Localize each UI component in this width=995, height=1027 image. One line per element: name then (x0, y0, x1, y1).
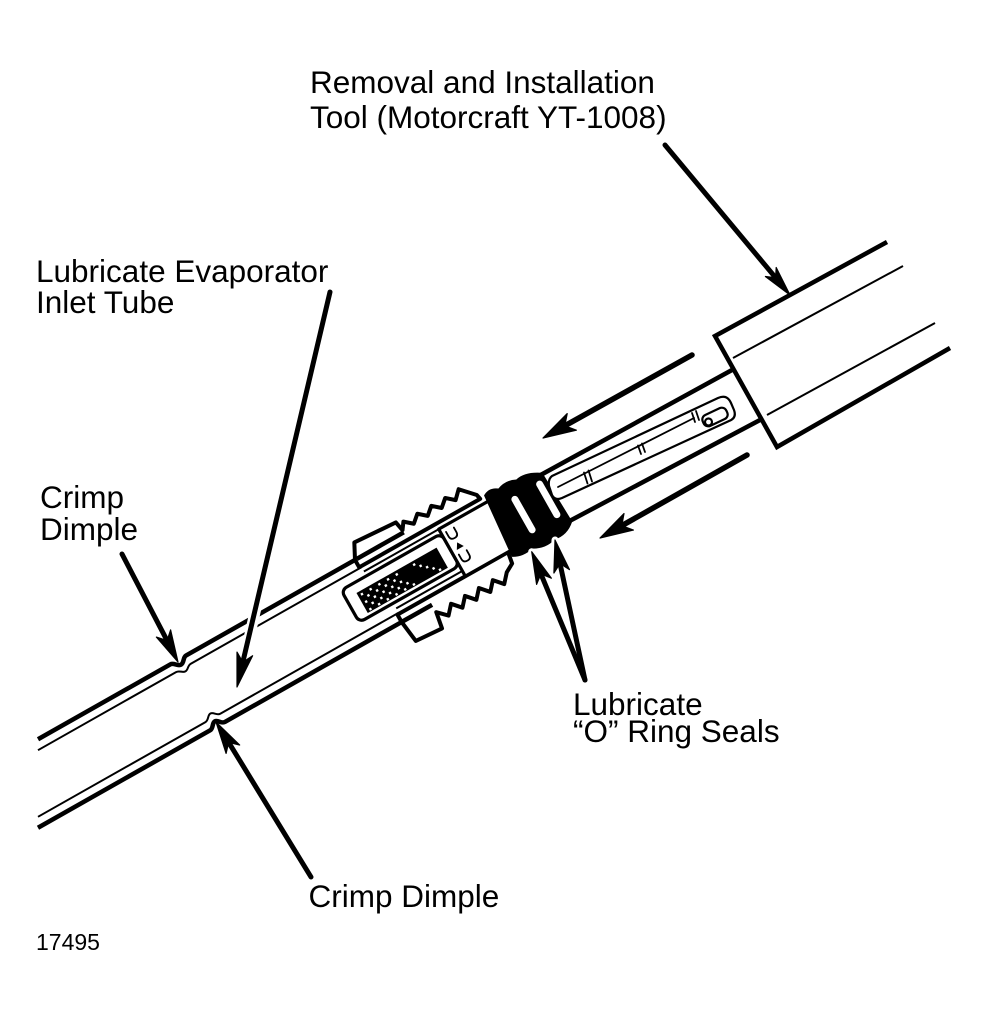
nut-hex-upper-edge (355, 530, 405, 561)
crimp-dimple-upper-line-2: Dimple (40, 511, 138, 547)
tube-lower-outer-wall (36, 619, 405, 830)
tool-sleeve-top-edge (535, 368, 734, 479)
spring-coil-dot (412, 582, 416, 587)
fitting-nut-upper-half (352, 487, 483, 570)
cage-retainer-mark (457, 549, 471, 563)
tool-callout-line-2: Tool (Motorcraft YT-1008) (310, 99, 667, 135)
evaporator-inlet-tube-and-fitting (36, 472, 573, 830)
spring-coil-dot (419, 564, 423, 568)
tube-lower-inner-wall (37, 611, 400, 818)
garter-spring-coils (360, 562, 442, 611)
spring-coil-dot (388, 591, 392, 595)
spring-coil-dot (384, 583, 388, 588)
tool-sleeve-bottom-edge (560, 418, 762, 527)
evaporator-tube-callout-line-2: Inlet Tube (36, 284, 174, 320)
spring-coil-dot (403, 587, 407, 592)
o-ring-callout-leader-2 (557, 561, 588, 683)
spring-coil-dot (399, 580, 403, 584)
crimp-dimple-upper-leader (119, 551, 170, 644)
figure-number: 17495 (36, 929, 100, 955)
tube-upper-inner-wall (37, 566, 362, 752)
spring-coil-dot (392, 579, 397, 583)
o-ring-callout-line-1: Lubricate (573, 686, 703, 722)
evaporator-tube-callout-line-1: Lubricate Evaporator (36, 253, 328, 289)
tool-bore-upper-line (732, 265, 904, 359)
o-ring-seals (484, 472, 573, 557)
o-ring-callout-arrowhead-1 (531, 551, 553, 586)
tool-slot-rod (557, 417, 695, 488)
tool-bore-lower-line (766, 322, 936, 416)
spring-coil-dot (368, 607, 373, 611)
tool-slot-tick (583, 469, 593, 485)
o-ring-highlight (511, 495, 536, 534)
direction-arrow-lower-shaft (619, 452, 750, 529)
spring-coil-dot (405, 581, 410, 585)
removal-installation-tool (535, 240, 952, 527)
spring-coil-dot (412, 562, 416, 567)
direction-arrow-upper-shaft (562, 352, 695, 429)
spring-coil-dot (390, 585, 394, 589)
tool-slot-tick (691, 410, 700, 423)
spring-coil-dot (381, 590, 386, 594)
spring-coil-dot (425, 565, 429, 569)
tool-latch-pin (703, 417, 714, 427)
direction-arrow-upper-head (542, 413, 578, 439)
crimp-dimple-upper-line-1: Crimp (40, 479, 124, 515)
spring-coil-dot (371, 601, 375, 605)
tool-body-outline (711, 240, 952, 451)
spring-coil-dot (386, 597, 390, 601)
spring-coil-dot (431, 566, 436, 571)
tool-sleeve-slot (547, 395, 736, 501)
tool-callout-line-1: Removal and Installation (310, 64, 655, 100)
spring-coil-dot (379, 596, 383, 600)
spring-coil-dot (360, 592, 364, 596)
tool-callout-arrowhead (764, 266, 791, 296)
spring-coil-dot (366, 593, 371, 598)
tool-callout-leader (662, 142, 779, 281)
crimp-dimple-lower-label: Crimp Dimple (309, 878, 500, 914)
spring-coil-dot (386, 577, 390, 581)
spring-coil-dot (395, 572, 399, 577)
evaporator-tube-callout-arrowhead (236, 651, 254, 688)
spring-coil-dot (369, 587, 373, 591)
crimp-dimple-upper-arrowhead (155, 629, 179, 663)
garter-spring (356, 547, 448, 613)
o-ring-callout-arrowhead-2 (553, 539, 571, 574)
evaporator-tube-callout-leader (240, 289, 333, 665)
spring-coil-dot (377, 582, 381, 586)
callout-labels: Removal and Installation Tool (Motorcraf… (36, 64, 780, 955)
spring-coil-dot (397, 586, 401, 590)
cage-retainer-mark (456, 542, 464, 550)
o-ring-callout-line-2: “O” Ring Seals (573, 713, 780, 749)
spring-coil-dot (394, 592, 399, 596)
crimp-dimple-lower-arrowhead (215, 721, 241, 755)
tool-slot-tick (637, 442, 646, 455)
spring-coil-dot (373, 595, 377, 599)
spring-coil-dot (377, 602, 381, 606)
spring-coil-dot (364, 599, 368, 604)
nut-hex-lower-edge (400, 602, 434, 624)
direction-arrow-lower-head (599, 512, 635, 539)
installation-direction-arrows (542, 352, 750, 539)
spring-coil-dot (438, 568, 442, 572)
cage-retainer-mark (445, 526, 459, 540)
o-ring-callout-leader-1 (538, 571, 588, 683)
callout-leaders (119, 142, 791, 880)
o-ring-highlight (536, 480, 561, 519)
crimp-dimple-lower-leader (226, 739, 314, 880)
spring-coil-dot (375, 588, 379, 593)
fitting-nut-lower-half (395, 550, 515, 643)
tube-upper-outer-wall (36, 556, 358, 742)
